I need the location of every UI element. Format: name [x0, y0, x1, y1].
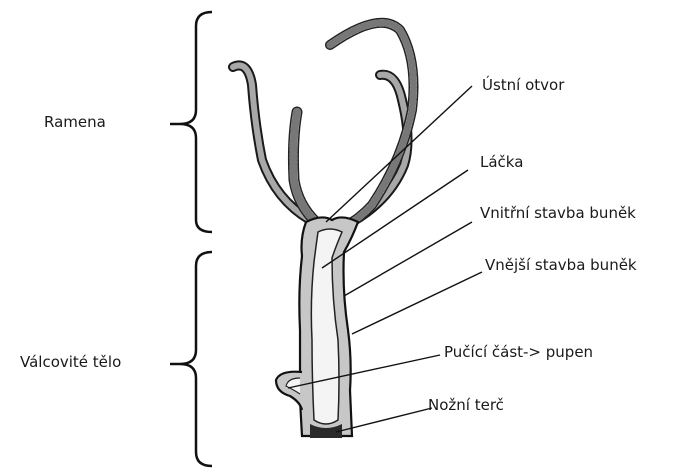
label-ustni-otvor: Ústní otvor	[482, 78, 564, 93]
bracket-ramena	[180, 12, 212, 232]
tentacles	[233, 23, 414, 226]
label-ramena: Ramena	[44, 115, 106, 130]
label-vnitrni-stavba: Vnitřní stavba buněk	[480, 206, 636, 221]
hydra-body	[276, 217, 358, 438]
label-valcovite-telo: Válcovité tělo	[20, 355, 121, 370]
label-pucici-cast: Pučící část-> pupen	[444, 345, 593, 360]
label-nozni-terc: Nožní terč	[428, 398, 504, 413]
label-lacka: Láčka	[480, 155, 523, 170]
bracket-valcovite-telo	[180, 252, 212, 466]
label-vnejsi-stavba: Vnější stavba buněk	[485, 258, 637, 273]
